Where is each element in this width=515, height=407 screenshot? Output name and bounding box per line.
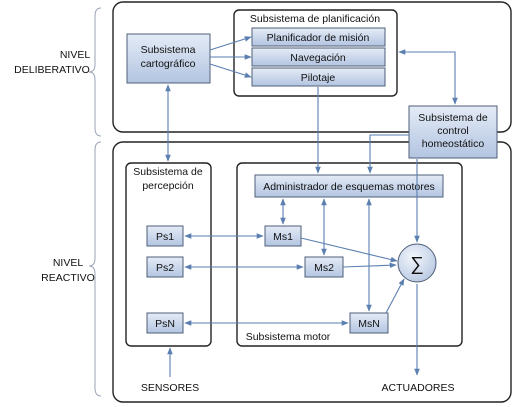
motor-item-ms1 <box>264 225 302 247</box>
sensors-label: SENSORES <box>141 382 199 394</box>
ps1-label: Ps1 <box>156 231 174 243</box>
homeostatic-control-block <box>408 105 498 159</box>
navigation-label: Navegación <box>290 52 346 64</box>
level-reactivo: NIVEL REACTIVO <box>41 141 102 397</box>
msn-label: MsN <box>358 318 380 330</box>
arrow-cartographic-to-planner <box>209 36 252 51</box>
arrow-cartographic-to-piloting <box>209 63 252 78</box>
arrow-msn-to-sum <box>385 278 405 314</box>
piloting-label: Pilotaje <box>301 72 336 84</box>
perception-item-ps1 <box>146 225 184 247</box>
psn-label: PsN <box>155 318 175 330</box>
connections <box>165 36 458 377</box>
homeostatic-label-line3: homeostático <box>422 138 485 150</box>
perception-title-line2: percepción <box>142 180 194 192</box>
arrow-ms1-to-sum <box>300 237 398 263</box>
navigation-block <box>251 47 386 67</box>
level-label-reactivo-line1: NIVEL <box>53 257 84 269</box>
cartographic-subsystem-block <box>126 33 211 84</box>
level-label-reactivo-line2: REACTIVO <box>41 272 95 284</box>
mission-planner-block <box>251 27 386 47</box>
perception-item-ps2 <box>146 256 184 278</box>
motor-item-msn <box>349 312 389 334</box>
level-deliberativo: NIVEL DELIBERATIVO <box>14 7 102 137</box>
brace-deliberativo <box>88 7 102 137</box>
mission-planner-label: Planificador de misión <box>267 32 370 44</box>
ms1-label: Ms1 <box>273 231 293 243</box>
cartographic-label-line2: cartográfico <box>141 58 196 70</box>
perception-subsystem-box <box>125 162 212 347</box>
motor-schema-manager-block <box>254 174 444 198</box>
ps2-label: Ps2 <box>156 262 174 274</box>
brace-reactivo <box>88 141 102 397</box>
motor-subsystem-box <box>236 162 463 347</box>
summation-symbol: ∑ <box>410 254 424 275</box>
cartographic-label-line1: Subsistema <box>141 44 196 56</box>
arrow-homeostatic-to-manager <box>367 134 409 174</box>
perception-title-line1: Subsistema de <box>133 166 203 178</box>
planning-subsystem-title: Subsistema de planificación <box>250 13 380 25</box>
homeostatic-label-line2: control <box>437 125 469 137</box>
summation-node <box>397 243 437 283</box>
piloting-block <box>251 67 386 87</box>
homeostatic-label-line1: Subsistema de <box>418 112 488 124</box>
motor-subsystem-title: Subsistema motor <box>246 331 331 343</box>
arrow-planning-homeostatic <box>398 49 458 105</box>
level-label-deliberativo-line1: NIVEL <box>60 49 91 61</box>
arrow-ms2-to-sum <box>342 262 397 269</box>
level-label-deliberativo-line2: DELIBERATIVO <box>14 64 90 76</box>
ms2-label: Ms2 <box>314 262 334 274</box>
motor-schema-manager-label: Administrador de esquemas motores <box>263 181 435 193</box>
actuators-label: ACTUADORES <box>382 382 455 394</box>
perception-item-psn <box>146 312 184 334</box>
